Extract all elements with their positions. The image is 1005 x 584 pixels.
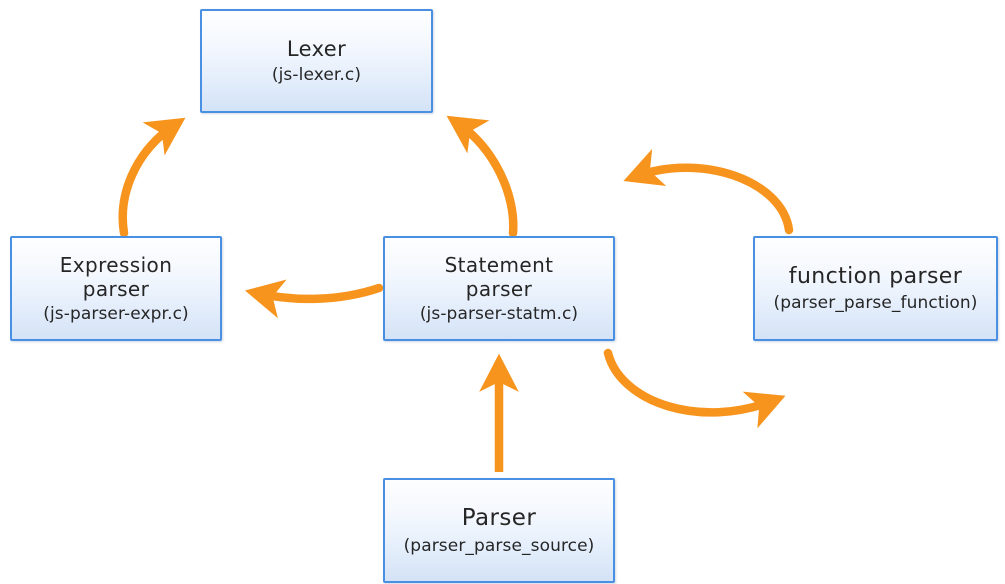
node-lexer-subtitle: (js-lexer.c)	[271, 64, 362, 85]
node-function-parser-subtitle: (parser_parse_function)	[773, 292, 978, 313]
node-function-parser[interactable]: function parser (parser_parse_function)	[753, 236, 998, 341]
node-parser-title: Parser	[461, 505, 537, 532]
edge-function-parser-to-statement-parser	[623, 148, 794, 235]
node-statement-parser-title-line1: Statement	[444, 253, 554, 278]
node-lexer[interactable]: Lexer (js-lexer.c)	[200, 9, 433, 113]
edge-statement-parser-to-expression-parser	[244, 279, 384, 319]
node-expression-parser-title-line2: parser	[82, 277, 150, 302]
edge-statement-parser-to-lexer	[446, 115, 518, 238]
node-statement-parser[interactable]: Statement parser (js-parser-statm.c)	[383, 236, 615, 341]
node-expression-parser-subtitle: (js-parser-expr.c)	[43, 303, 189, 324]
edge-expression-parser-to-lexer	[118, 117, 186, 238]
node-parser[interactable]: Parser (parser_parse_source)	[383, 478, 615, 583]
node-statement-parser-subtitle: (js-parser-statm.c)	[419, 303, 579, 324]
node-lexer-title: Lexer	[286, 37, 347, 62]
node-function-parser-title: function parser	[788, 264, 963, 289]
node-statement-parser-title-line2: parser	[465, 277, 533, 302]
node-expression-parser-title-line1: Expression	[59, 253, 173, 278]
node-expression-parser[interactable]: Expression parser (js-parser-expr.c)	[10, 236, 222, 341]
node-parser-subtitle: (parser_parse_source)	[403, 535, 595, 556]
edge-statement-parser-to-function-parser	[603, 348, 786, 429]
